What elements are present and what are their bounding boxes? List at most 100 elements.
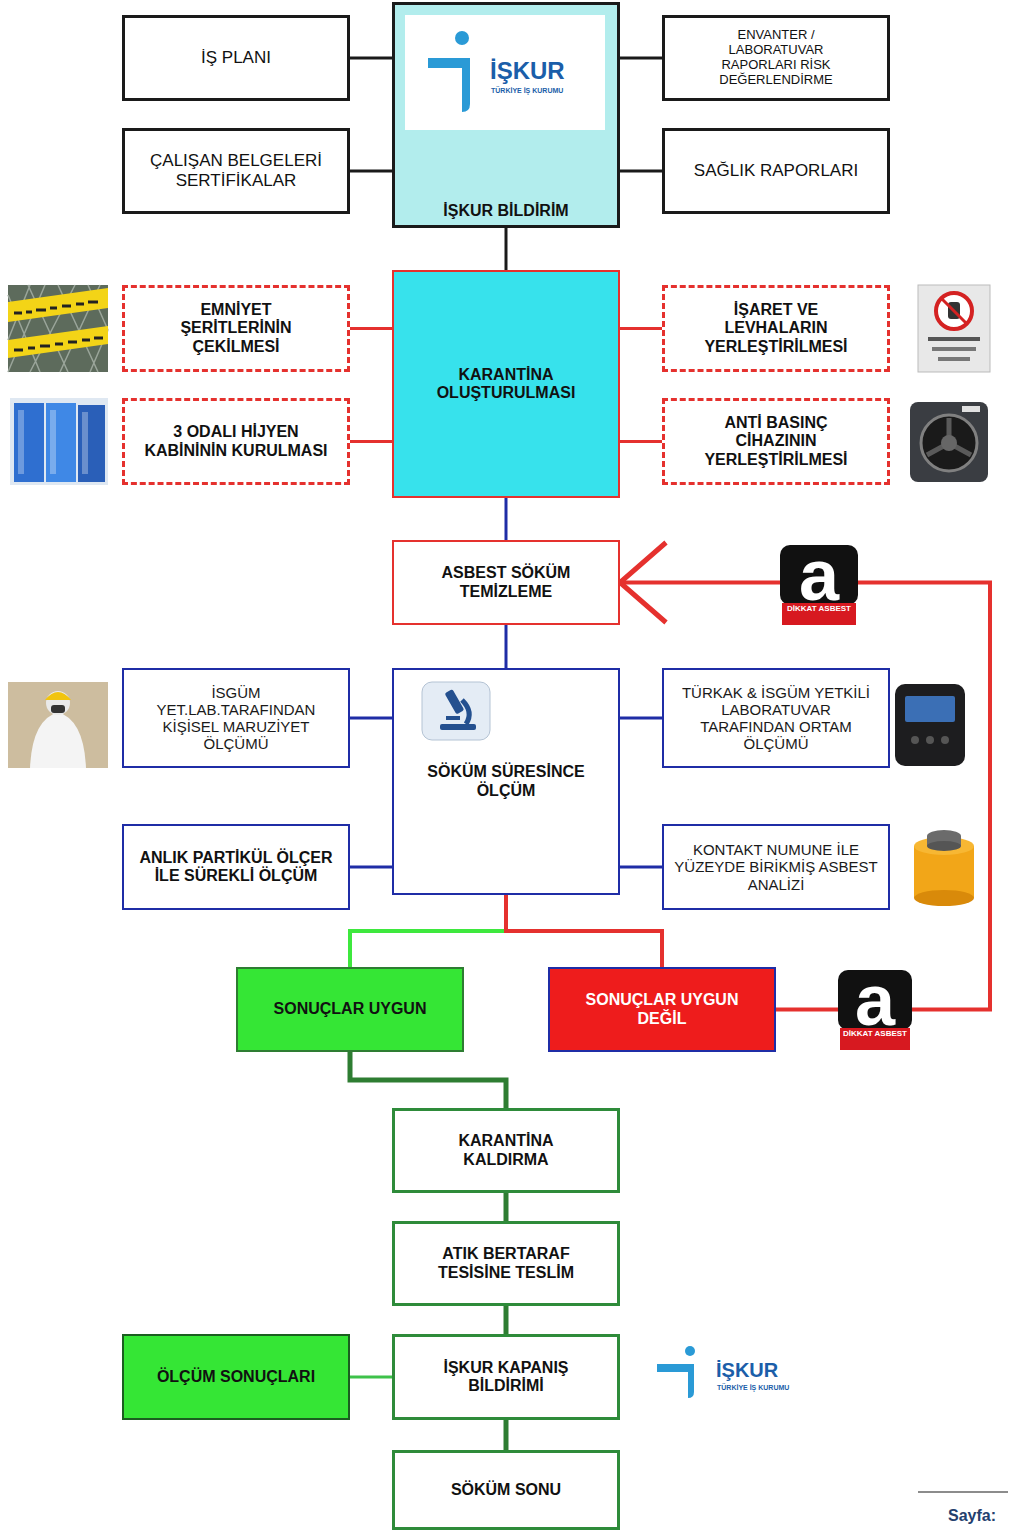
connector bbox=[505, 228, 508, 270]
worker-photo bbox=[51, 705, 65, 713]
result-ok-box: SONUÇLAR UYGUN bbox=[236, 967, 464, 1052]
connector bbox=[350, 57, 392, 60]
contact-sample-photo bbox=[914, 830, 974, 906]
measurement-device-photo bbox=[941, 736, 949, 744]
hygiene-cabin-photo bbox=[10, 398, 108, 485]
asbestos-warning-icon bbox=[780, 545, 858, 605]
box-label: İSGÜM YET.LAB.TARAFINDAN KİŞİSEL MARUZİY… bbox=[134, 684, 339, 753]
quarantine-box: KARANTİNA OLUŞTURULMASI bbox=[392, 270, 620, 498]
quarantine-step-box: EMNİYET ŞERİTLERİNİN ÇEKİLMESİ bbox=[122, 285, 350, 372]
box-label: ÖLÇÜM SONUÇLARI bbox=[157, 1368, 315, 1386]
negative-pressure-device-photo bbox=[927, 418, 971, 455]
connector bbox=[506, 895, 662, 967]
connector bbox=[620, 866, 662, 869]
warning-symbol-letter: a bbox=[838, 970, 912, 1030]
connector bbox=[350, 895, 506, 967]
warning-sign-photo bbox=[941, 298, 967, 324]
box-label: ANTİ BASINÇ CİHAZININ YERLEŞTİRİLMESİ bbox=[684, 414, 869, 469]
process-box: KARANTİNA KALDIRMA bbox=[392, 1108, 620, 1193]
contact-sample-photo bbox=[927, 841, 961, 851]
police-tape-photo bbox=[8, 326, 108, 358]
box-label: EMNİYET ŞERİTLERİNİN ÇEKİLMESİ bbox=[144, 301, 329, 356]
connector bbox=[620, 57, 662, 60]
warning-sign-photo bbox=[918, 285, 990, 372]
warning-sign-photo bbox=[928, 337, 980, 341]
box-label: SÖKÜM SÜRESİNCE ÖLÇÜM bbox=[406, 763, 606, 800]
quarantine-step-box: 3 ODALI HİJYEN KABİNİNİN KURULMASI bbox=[122, 398, 350, 485]
process-box: ATIK BERTARAF TESİSİNE TESLİM bbox=[392, 1221, 620, 1306]
notification-box: İŞKUR BİLDİRİM bbox=[392, 2, 620, 228]
asbestos-warning-icon bbox=[838, 970, 912, 1030]
measurement-device-photo bbox=[926, 736, 934, 744]
result-fail-box: SONUÇLAR UYGUN DEĞİL bbox=[548, 967, 776, 1052]
page-label: Sayfa: bbox=[948, 1507, 996, 1525]
input-box: ENVANTER / LABORATUVAR RAPORLARI RİSK DE… bbox=[662, 15, 890, 101]
contact-sample-photo bbox=[927, 830, 961, 842]
hygiene-cabin-photo bbox=[82, 412, 88, 474]
negative-pressure-device-photo bbox=[910, 402, 988, 482]
input-box: SAĞLIK RAPORLARI bbox=[662, 128, 890, 214]
end-box: SÖKÜM SONU bbox=[392, 1450, 620, 1530]
box-label: TÜRKAK & İSGÜM YETKİLİ LABORATUVAR TARAF… bbox=[674, 684, 879, 753]
warning-sign-photo bbox=[938, 357, 970, 361]
input-box: ÇALIŞAN BELGELERİ SERTİFİKALAR bbox=[122, 128, 350, 214]
connector bbox=[504, 1420, 509, 1450]
warning-sign-photo bbox=[918, 285, 990, 372]
warning-caption: DİKKAT ASBEST bbox=[782, 604, 856, 625]
box-label: SAĞLIK RAPORLARI bbox=[694, 161, 858, 181]
negative-pressure-device-photo bbox=[941, 435, 957, 451]
logo-text: İŞKUR bbox=[716, 1359, 778, 1382]
measurement-box: ANLIK PARTİKÜL ÖLÇER İLE SÜREKLİ ÖLÇÜM bbox=[122, 824, 350, 910]
box-label: KARANTİNA OLUŞTURULMASI bbox=[406, 366, 606, 403]
page-rule bbox=[918, 1491, 1008, 1493]
iskur-logo-symbol bbox=[685, 1346, 695, 1356]
police-tape-photo bbox=[8, 285, 108, 372]
connector bbox=[350, 440, 392, 443]
worker-photo bbox=[30, 712, 86, 768]
warning-caption: DİKKAT ASBEST bbox=[840, 1029, 910, 1050]
worker-photo bbox=[45, 692, 71, 700]
box-label: İŞ PLANI bbox=[201, 48, 271, 68]
box-label: SONUÇLAR UYGUN DEĞİL bbox=[562, 991, 762, 1028]
negative-pressure-device-photo bbox=[962, 406, 980, 412]
police-tape-photo bbox=[8, 285, 108, 372]
measurement-device-photo bbox=[895, 684, 965, 766]
police-tape-photo bbox=[8, 285, 108, 372]
hygiene-cabin-photo bbox=[14, 403, 44, 482]
box-label: İŞKUR KAPANIŞ BİLDİRİMİ bbox=[416, 1359, 596, 1396]
box-label: SONUÇLAR UYGUN bbox=[274, 1000, 427, 1018]
box-label: ASBEST SÖKÜM TEMİZLEME bbox=[414, 564, 599, 601]
logo-text: İŞKUR bbox=[490, 57, 565, 85]
worker-photo bbox=[46, 691, 70, 715]
box-label: ANLIK PARTİKÜL ÖLÇER İLE SÜREKLİ ÖLÇÜM bbox=[139, 849, 334, 886]
police-tape-photo bbox=[8, 288, 108, 322]
contact-sample-photo bbox=[927, 836, 961, 846]
warning-sign-photo bbox=[932, 347, 976, 351]
input-box: ÖLÇÜM SONUÇLARI bbox=[122, 1334, 350, 1420]
quarantine-step-box: İŞARET VE LEVHALARIN YERLEŞTİRİLMESİ bbox=[662, 285, 890, 372]
box-label: ENVANTER / LABORATUVAR RAPORLARI RİSK DE… bbox=[696, 28, 856, 88]
box-label: İŞKUR BİLDİRİM bbox=[443, 202, 568, 220]
connector bbox=[350, 1376, 392, 1379]
hygiene-cabin-photo bbox=[50, 410, 56, 474]
measurement-box: İSGÜM YET.LAB.TARAFINDAN KİŞİSEL MARUZİY… bbox=[122, 668, 350, 768]
iskur-logo-symbol bbox=[657, 1364, 694, 1398]
measurement-box: KONTAKT NUMUNE İLE YÜZEYDE BİRİKMİŞ ASBE… bbox=[662, 824, 890, 910]
connector bbox=[620, 717, 662, 720]
connector bbox=[505, 625, 508, 668]
police-tape-photo bbox=[14, 302, 103, 350]
connector bbox=[620, 440, 662, 443]
worker-photo bbox=[8, 682, 108, 768]
hygiene-cabin-photo bbox=[10, 398, 108, 485]
measurement-box: TÜRKAK & İSGÜM YETKİLİ LABORATUVAR TARAF… bbox=[662, 668, 890, 768]
box-label: SÖKÜM SONU bbox=[451, 1481, 561, 1499]
connector bbox=[350, 1052, 506, 1108]
warning-sign-photo bbox=[936, 293, 972, 329]
contact-sample-photo bbox=[914, 846, 974, 898]
asbestos-warning-icon bbox=[840, 1028, 910, 1050]
asbestos-warning-icon bbox=[780, 545, 858, 625]
asbestos-warning-icon bbox=[782, 603, 856, 625]
box-label: ÇALIŞAN BELGELERİ SERTİFİKALAR bbox=[131, 151, 341, 190]
contact-sample-photo bbox=[914, 890, 974, 906]
connector bbox=[620, 170, 662, 173]
